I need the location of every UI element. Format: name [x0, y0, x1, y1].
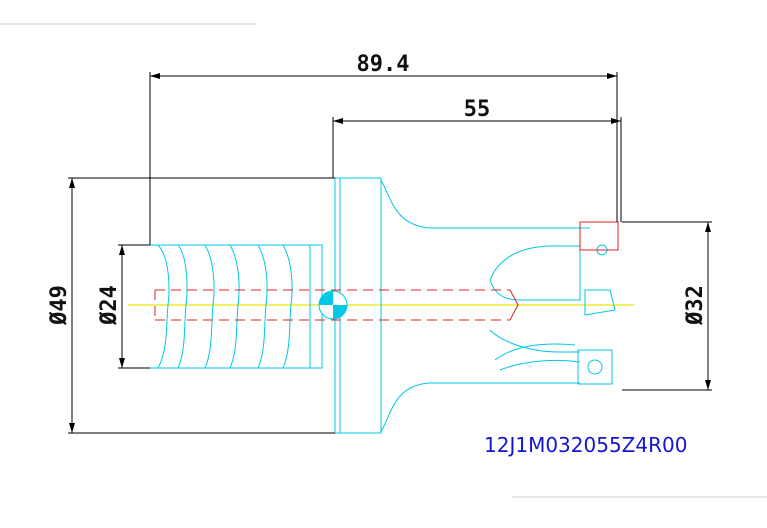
dim-cutter-diameter: Ø32 — [683, 285, 708, 326]
gauge-point-icon — [318, 290, 348, 320]
body-outline — [334, 177, 616, 434]
dim-flange-diameter: Ø49 — [47, 285, 72, 326]
dim-overall-length: 89.4 — [357, 52, 410, 77]
shank-outline — [150, 244, 323, 369]
drawing-frame — [0, 23, 767, 498]
dim-head-length: 55 — [464, 97, 491, 122]
insert-outline — [579, 221, 619, 251]
part-number: 12J1M032055Z4R00 — [484, 433, 687, 457]
coolant-bore — [154, 289, 519, 321]
dim-shank-diameter: Ø24 — [97, 285, 122, 326]
dimension-lines — [68, 72, 712, 434]
